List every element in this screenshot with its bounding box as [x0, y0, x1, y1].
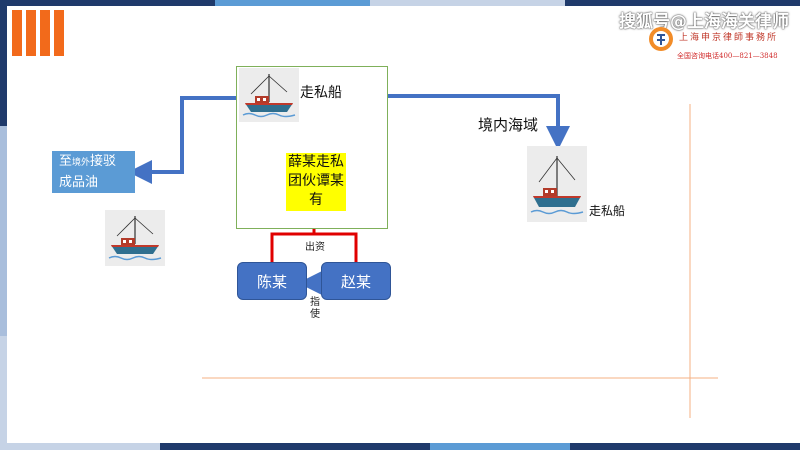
offshore-transfer-box: 至境外接驳 成品油 [52, 151, 135, 193]
left-accent-strip [0, 6, 7, 126]
transfer-text-small: 境外 [72, 158, 91, 168]
watermark-firm: 上海申京律師事務所 [679, 33, 779, 43]
smuggling-ship-label-right: 走私船 [589, 204, 626, 218]
arrow-to-domestic-waters [388, 94, 570, 150]
top-accent-bar [0, 0, 800, 6]
left-accent-strip-pale [0, 336, 7, 443]
transfer-text: 至 [59, 154, 73, 169]
smuggling-gang-label: 薛某走私团伙谭某有 [286, 153, 346, 211]
person-zhao: 赵某 [321, 262, 391, 300]
law-firm-logo-icon [649, 27, 673, 51]
bottom-accent-bar [0, 443, 800, 450]
ship-icon [105, 210, 165, 266]
instruct-label-1: 指 [310, 297, 320, 308]
invest-label: 出资 [305, 242, 325, 253]
orange-stripes-logo [12, 10, 64, 56]
ship-icon [239, 68, 299, 122]
person-chen: 陈某 [237, 262, 307, 300]
left-accent-strip-light [0, 126, 7, 336]
person-chen-name: 陈某 [256, 272, 287, 291]
watermark-phone: 全国咨询电话400—821—3848 [677, 52, 778, 60]
funding-line-chen [270, 232, 314, 262]
person-zhao-name: 赵某 [340, 272, 371, 291]
funding-line-zhao [314, 232, 358, 262]
instruct-label-2: 使 [310, 309, 320, 320]
transfer-text: 接驳 [90, 154, 117, 169]
ship-icon [527, 146, 587, 222]
domestic-waters-label: 境内海域 [478, 116, 539, 134]
arrow-to-transfer [128, 96, 236, 184]
watermark-title: 搜狐号@上海海关律师 [619, 12, 789, 32]
transfer-product-text: 成品油 [59, 175, 99, 190]
smuggling-ship-label: 走私船 [300, 85, 342, 101]
